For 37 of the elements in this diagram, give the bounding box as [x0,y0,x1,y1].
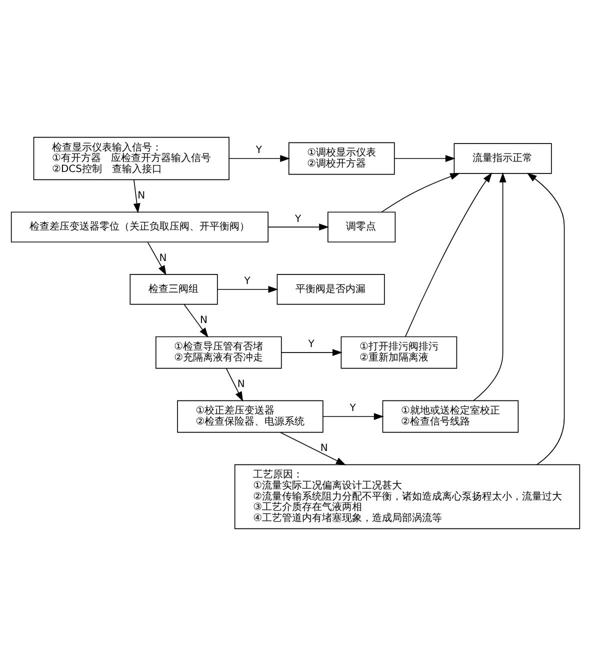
arrow [268,224,330,231]
arrow [405,172,492,337]
arrow [526,172,565,465]
arrow [281,349,342,356]
edge-label: N [159,252,167,264]
edge-label: Y [256,145,262,156]
node-box: ①调校显示仪表 ②调校开方器 [288,142,395,175]
edge-label: Y [244,276,250,288]
node-box: 工艺原因： ①流量实际工况偏离设计工况甚大 ②流量传输系统阻力分配不平衡，诸如造成离心泵扬程太小，流量过大 ③工艺介质存在气液两相 ④工艺管道内有堵塞现象，造成局部涡流等 [234,464,580,530]
node-box: 平衡阀是否内漏 [276,274,385,305]
edge-label: Y [350,403,356,414]
arrow [322,413,384,420]
arrow [473,172,506,401]
arrow [381,173,460,212]
arrow [133,179,140,214]
node-box: 检查显示仪表输入信号： ①有开方器 应检查开方器输入信号 ②DCS控制 查输入接口 [33,136,230,180]
arrow [226,368,244,402]
edge-label: Y [308,339,314,350]
arrow [280,432,346,466]
arrow [147,242,166,276]
node-box: ①就地或送检定室校正 ②检查信号线路 [382,400,519,433]
arrow [217,286,278,293]
arrow [394,155,456,162]
node-box: 流量指示正常 [454,143,552,174]
arrow [228,155,290,162]
edge-label: N [138,190,146,202]
edge-label: N [237,379,245,390]
node-box: 调零点 [327,212,396,242]
edge-label: Y [294,214,302,225]
node-box: ①校正差压变送器 ②检查保险器、电源系统 [177,400,324,433]
edge-label: N [320,443,328,454]
node-box: 检查三阀组 [130,274,218,305]
node-box: 检查差压变送器零位（关正负取压阀、开平衡阀） [10,212,268,242]
edge-label: N [200,315,208,326]
node-box: ①打开排污阀排污 ②重新加隔离液 [340,336,458,369]
node-box: ①检查导压管有否堵 ②充隔离液有否冲走 [156,336,282,369]
arrow [184,304,208,338]
